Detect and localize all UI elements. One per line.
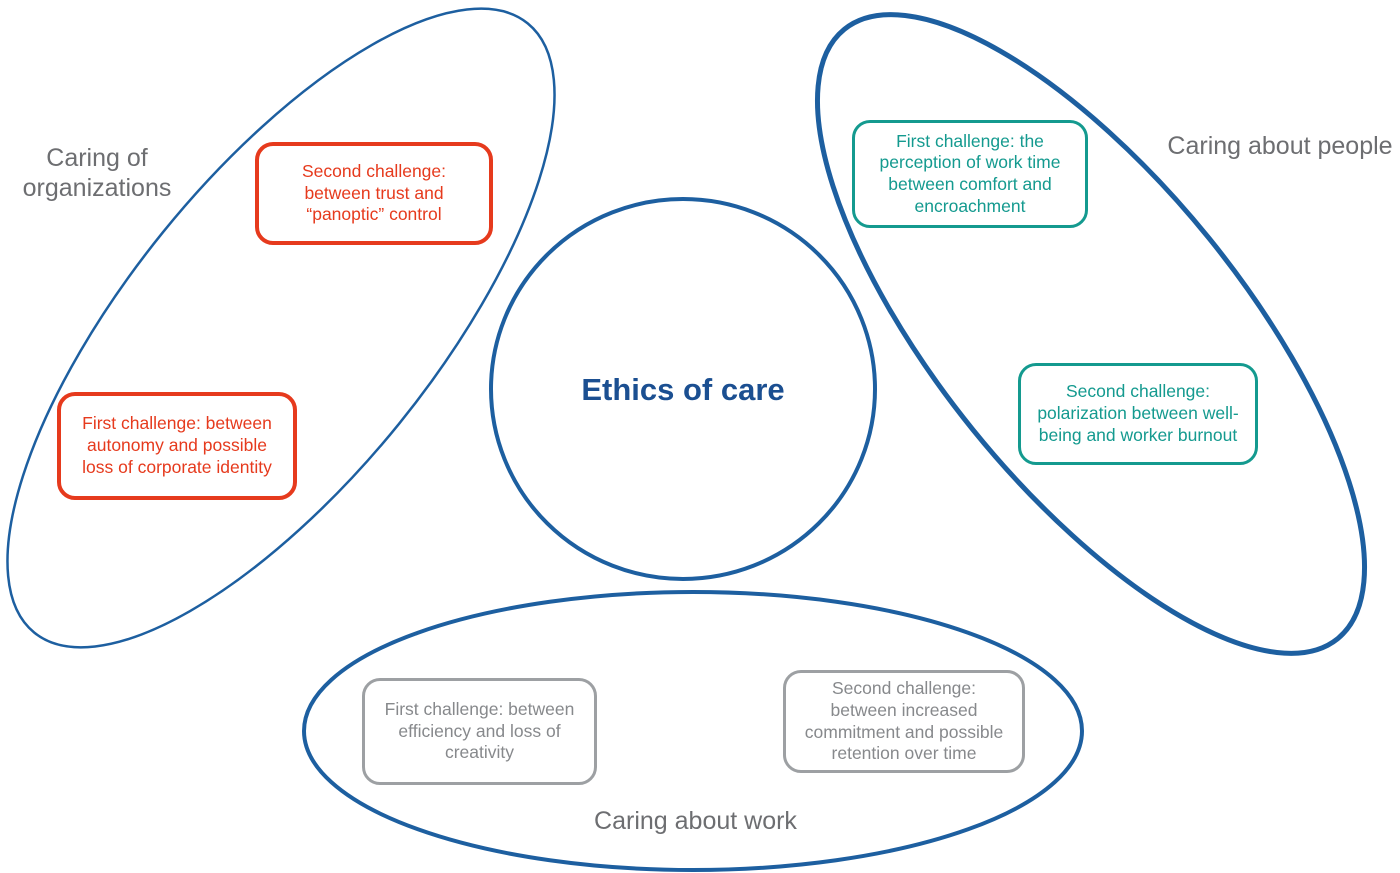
work-second-challenge-text: Second challenge: between increased comm…	[804, 678, 1004, 764]
people-second-challenge-text: Second challenge: polarization between w…	[1037, 381, 1239, 445]
work-second-challenge-box: Second challenge: between increased comm…	[783, 670, 1025, 773]
work-first-challenge-box: First challenge: between efficiency and …	[362, 678, 597, 785]
work-group-label: Caring about work	[594, 807, 797, 835]
organizations-second-challenge-text: Second challenge: between trust and “pan…	[302, 160, 446, 225]
organizations-group-label: Caring of organizations	[22, 144, 172, 202]
organizations-first-challenge-box: First challenge: between autonomy and po…	[57, 392, 297, 500]
people-first-challenge-box: First challenge: the perception of work …	[852, 120, 1088, 228]
work-first-challenge-text: First challenge: between efficiency and …	[384, 698, 575, 763]
center-label: Ethics of care	[581, 372, 785, 407]
people-second-challenge-box: Second challenge: polarization between w…	[1018, 363, 1258, 465]
people-first-challenge-text: First challenge: the perception of work …	[879, 130, 1061, 216]
organizations-first-challenge-text: First challenge: between autonomy and po…	[82, 413, 272, 477]
center-circle	[489, 197, 877, 581]
organizations-ellipse	[6, 7, 556, 649]
people-group-label: Caring about people	[1167, 132, 1393, 160]
people-ellipse	[814, 12, 1368, 656]
work-ellipse	[302, 590, 1084, 872]
organizations-second-challenge-box: Second challenge: between trust and “pan…	[255, 142, 493, 245]
